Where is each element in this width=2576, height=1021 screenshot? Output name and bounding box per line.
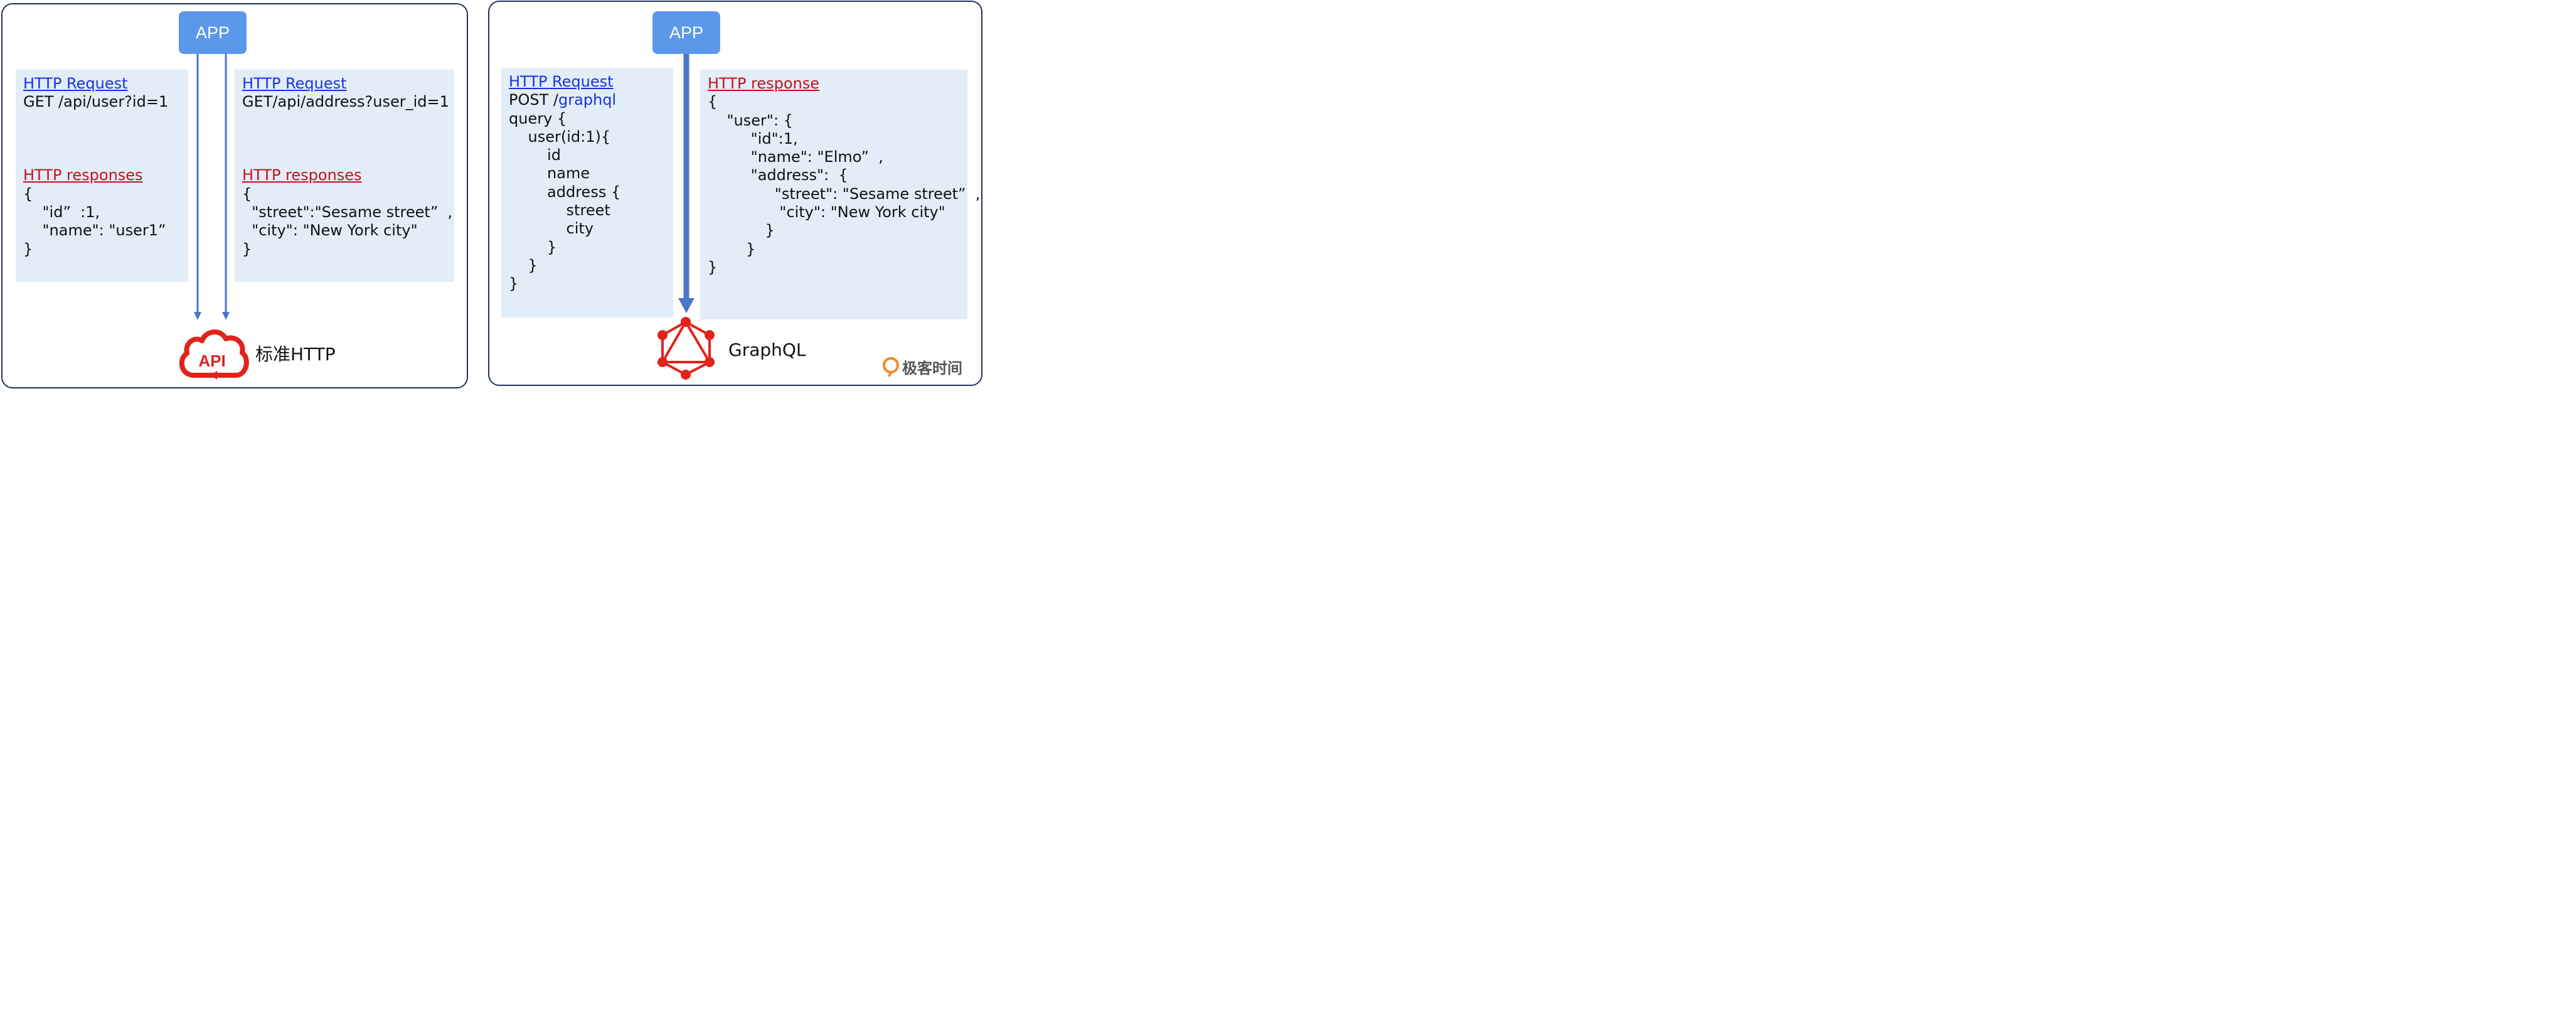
address-response-title: HTTP responses [242,166,362,184]
user-request-box: HTTP Request GET /api/user?id=1 HTTP res… [16,70,188,282]
query-line: } [509,256,538,274]
query-line: name [509,164,590,183]
query-line: address { [509,183,621,201]
query-line: } [509,238,557,256]
response-line: "id":1, [708,129,798,147]
geektime-logo-icon [883,357,899,377]
response-line: } [708,240,756,258]
rest-user-arrow [194,54,201,320]
response-line: "city": "New York city" [708,203,945,222]
rest-caption: 标准HTTP [255,344,336,365]
user-response-line: "id” :1, [23,203,100,222]
address-request-line: GET/api/address?user_id=1 [242,93,449,111]
user-response-line: } [23,240,33,258]
response-line: } [708,222,775,240]
watermark: 极客时间 [902,360,962,377]
response-line: "address": { [708,166,848,184]
user-request-line: GET /api/user?id=1 [23,93,169,111]
api-cloud-icon: API [179,329,249,380]
graphql-logo-icon [657,317,715,380]
address-response-line: } [242,240,252,258]
response-line: { [708,93,718,111]
graphql-request-box: HTTP Request POST /graphql query { user(… [501,68,673,318]
rest-app-node: APP [179,11,247,54]
response-line: "street": "Sesame street” , [708,184,981,203]
graphql-arrow [678,54,695,313]
user-response-line: { [23,184,33,203]
query-line: user(id:1){ [509,127,611,146]
query-line: query { [509,109,567,127]
graphql-response-box: HTTP response { "user": { "id":1, "name"… [700,70,981,319]
address-request-title: HTTP Request [242,75,347,92]
query-line: street [509,201,610,220]
graphql-request-title: HTTP Request [509,73,614,90]
graphql-path: graphql [558,91,617,109]
address-response-line: { [242,184,252,203]
diagram-graphics: API [179,54,899,380]
query-line: id [509,146,561,164]
user-response-line: "name": "user1” [23,222,166,240]
query-line: } [509,275,519,293]
response-line: "user": { [708,111,793,129]
graphql-app-node: APP [652,11,720,54]
graphql-app-label: APP [669,23,704,42]
graphql-response-title: HTTP response [708,75,820,92]
api-icon-text: API [198,351,225,370]
user-response-title: HTTP responses [23,166,143,184]
query-line: city [509,220,594,238]
graphql-caption: GraphQL [728,339,806,360]
graphql-request-line: POST /graphql [509,91,666,109]
response-line: "name": "Elmo” , [708,148,883,166]
address-response-line: "city": "New York city" [242,222,418,240]
graphql-method: POST / [509,91,558,109]
rest-address-arrow [222,54,230,320]
response-line: } [708,258,718,276]
rest-app-label: APP [195,23,230,42]
user-request-title: HTTP Request [23,75,128,92]
address-request-box: HTTP Request GET/api/address?user_id=1 H… [235,70,454,282]
